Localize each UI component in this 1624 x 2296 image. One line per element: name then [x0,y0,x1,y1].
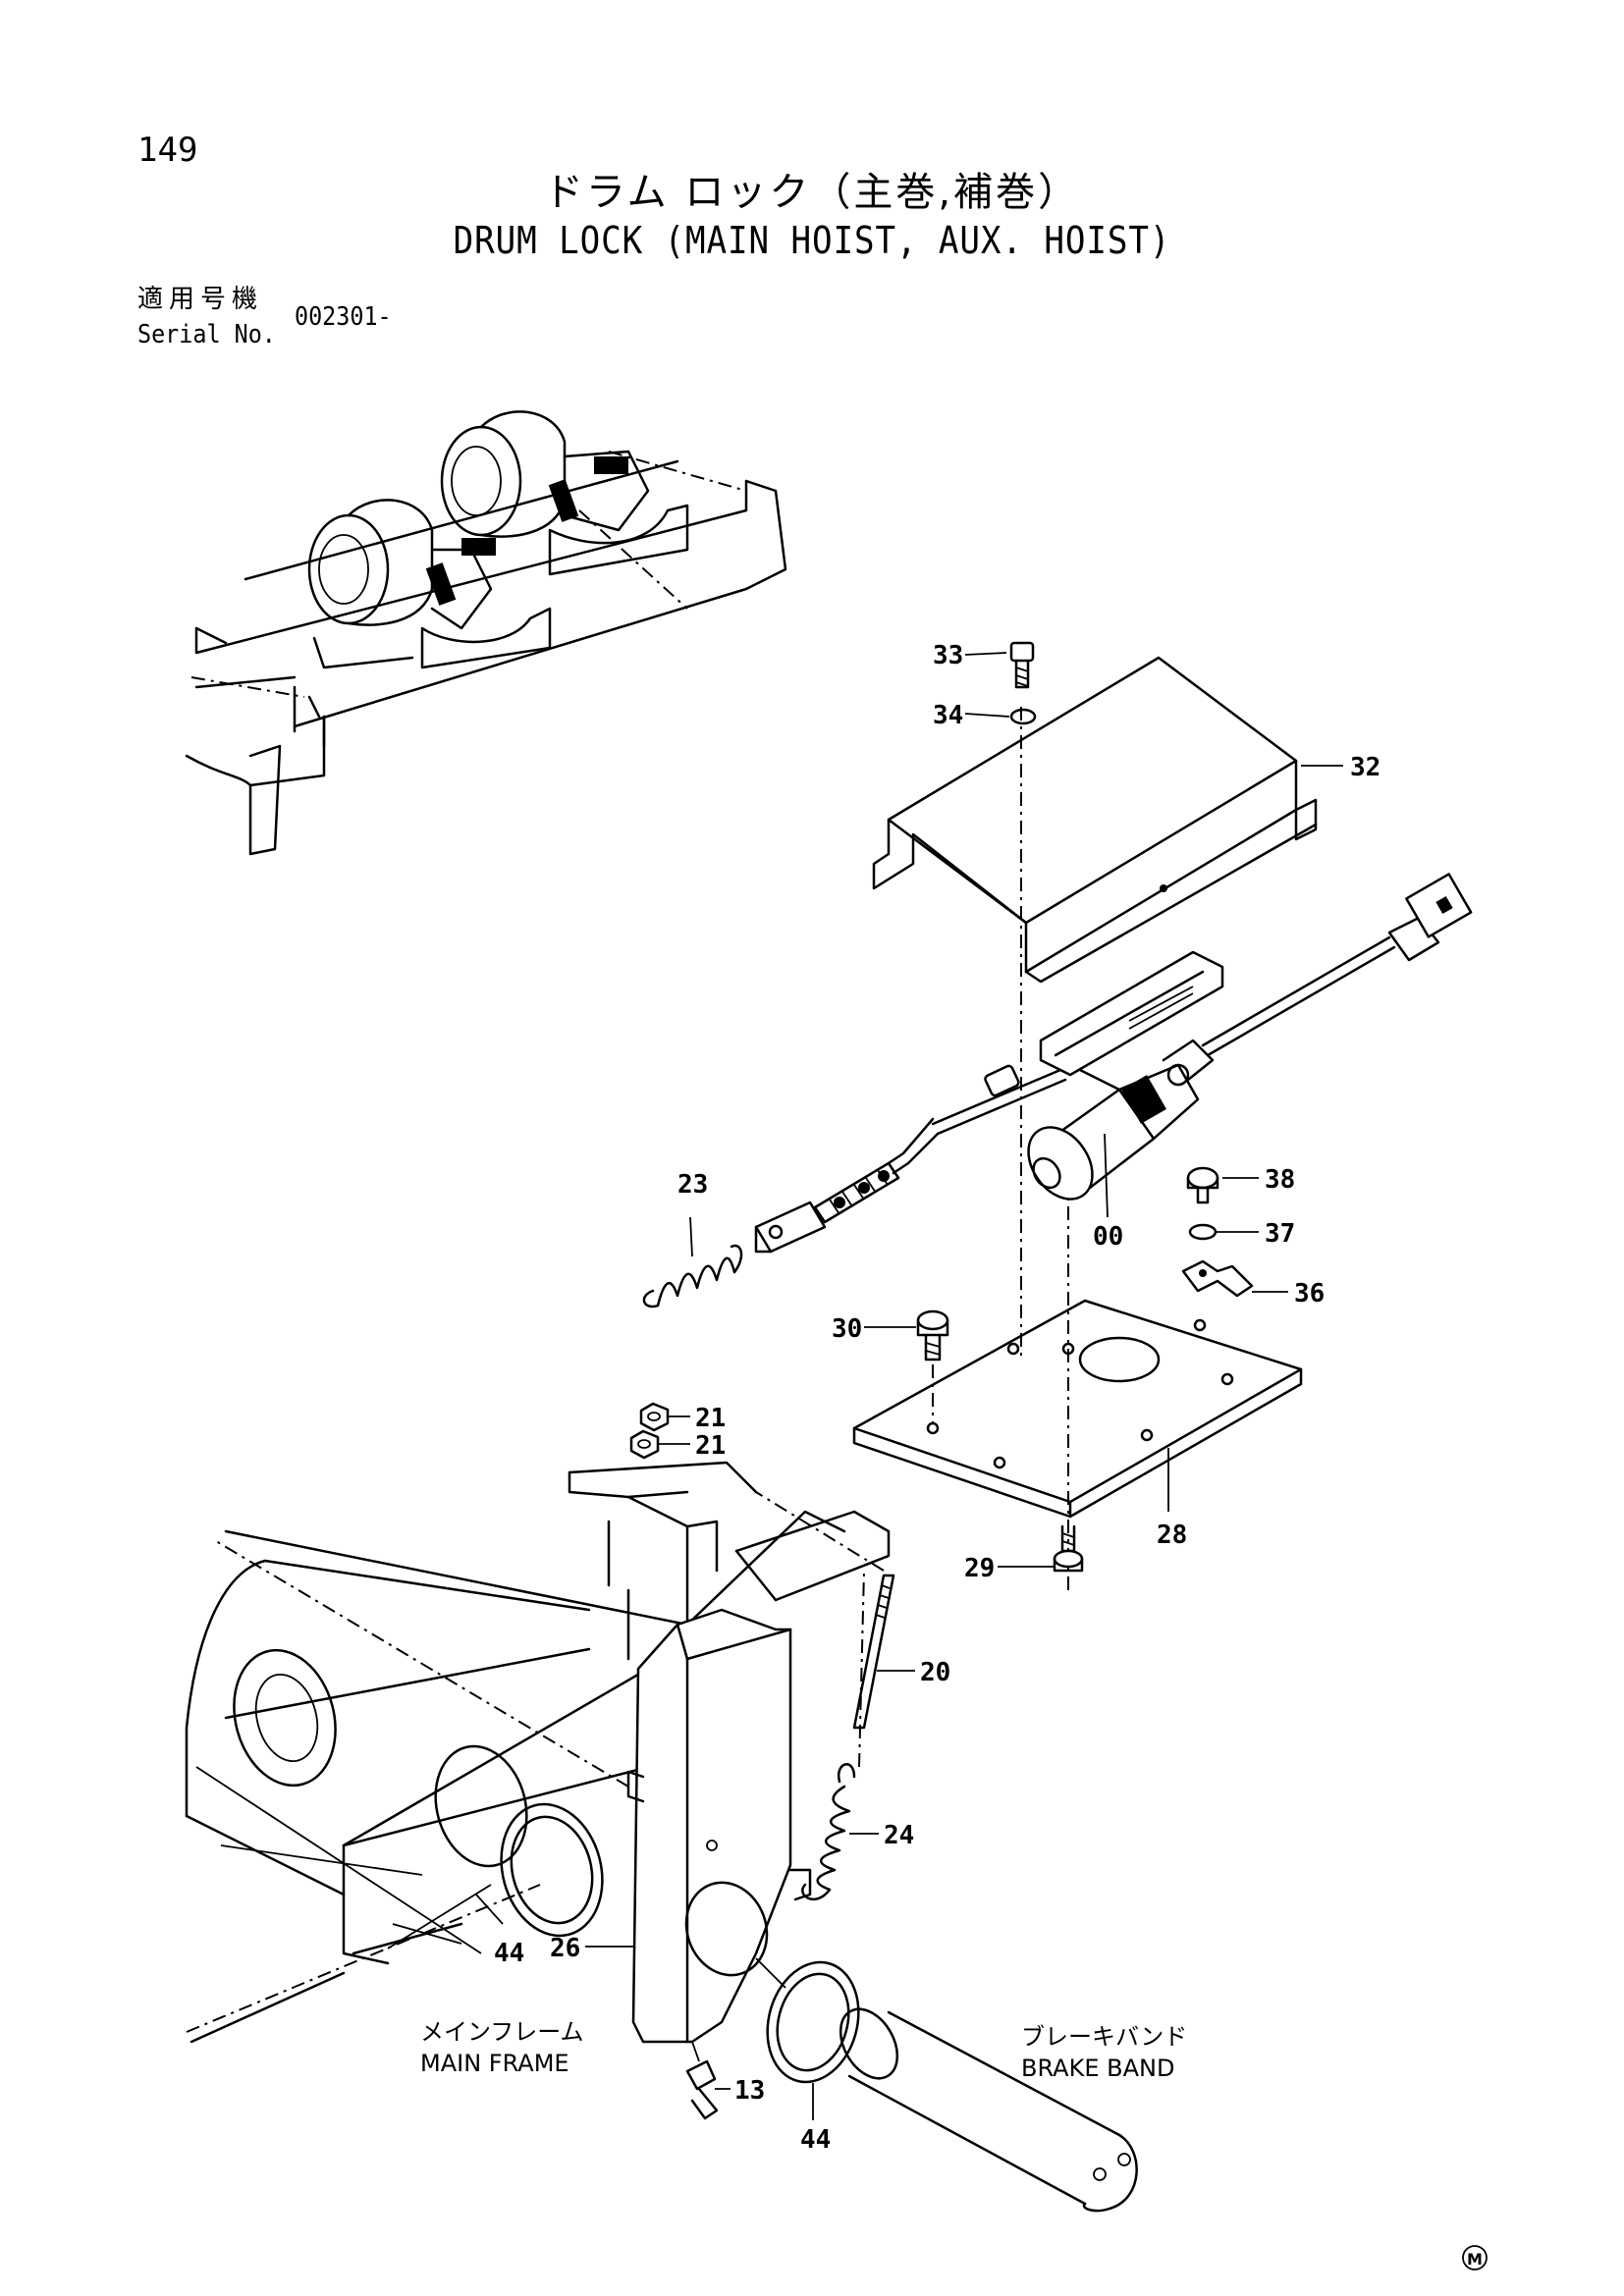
callout-32: 32 [1350,753,1380,782]
main-frame-label-en: MAIN FRAME [420,2050,569,2077]
callout-37: 37 [1265,1219,1295,1249]
callout-26: 26 [550,1934,580,1963]
part-21-nut-lower [629,1429,660,1460]
part-36-bracket [1181,1259,1254,1298]
callout-44-left: 44 [494,1939,524,1968]
callout-30: 30 [832,1314,862,1344]
serial-label-japanese: 適用号機 [137,285,264,314]
brake-band [839,2007,1138,2213]
callout-20: 20 [920,1658,950,1687]
page-number: 149 [137,131,198,170]
part-38-bolt [1186,1166,1219,1204]
overview-winch-assembly [185,410,787,856]
callout-29: 29 [964,1554,995,1583]
part-37-washer [1188,1223,1218,1241]
callout-00: 00 [1093,1222,1123,1252]
corner-mark-text: M [1467,2250,1483,2269]
brake-band-label-en: BRAKE BAND [1021,2055,1174,2082]
callout-21-lower: 21 [695,1431,726,1461]
serial-label-english: Serial No. [137,320,276,349]
part-28-plate [852,1299,1303,1519]
brake-band-label-jp: ブレーキバンド [1021,2023,1187,2051]
leader-lines [475,652,1343,2120]
title-english: DRUM LOCK (MAIN HOIST, AUX. HOIST) [453,219,1171,262]
part-21-nut-upper [639,1402,670,1432]
callout-24: 24 [884,1821,914,1850]
callout-21-upper: 21 [695,1404,726,1433]
main-frame-label-jp: メインフレーム [420,2018,584,2046]
callout-13: 13 [734,2076,765,2106]
part-29-bolt [1053,1524,1084,1573]
callout-44-right: 44 [800,2125,831,2155]
part-23-spring [642,1244,743,1308]
part-34-washer [1009,708,1037,725]
callout-23: 23 [677,1170,708,1200]
part-24-spring [801,1763,856,1901]
part-44-washer [755,1957,860,2084]
part-13-grease-fitting [685,2041,719,2120]
part-20-rod [755,1491,895,1768]
corner-m-mark: M [1462,2245,1488,2270]
part-32-cover [872,656,1318,984]
part-33-bolt [1009,641,1035,689]
title-japanese: ドラム ロック（主巻,補巻） [543,170,1081,215]
part-30-bolt [916,1309,949,1362]
callout-36: 36 [1294,1279,1325,1308]
callout-34: 34 [933,701,963,730]
callout-38: 38 [1265,1165,1295,1195]
callout-28: 28 [1157,1521,1187,1550]
part-26-lever [215,1540,812,2044]
part-00-actuator [754,873,1473,1254]
callout-33: 33 [933,641,963,670]
serial-number-value: 002301- [295,302,392,332]
